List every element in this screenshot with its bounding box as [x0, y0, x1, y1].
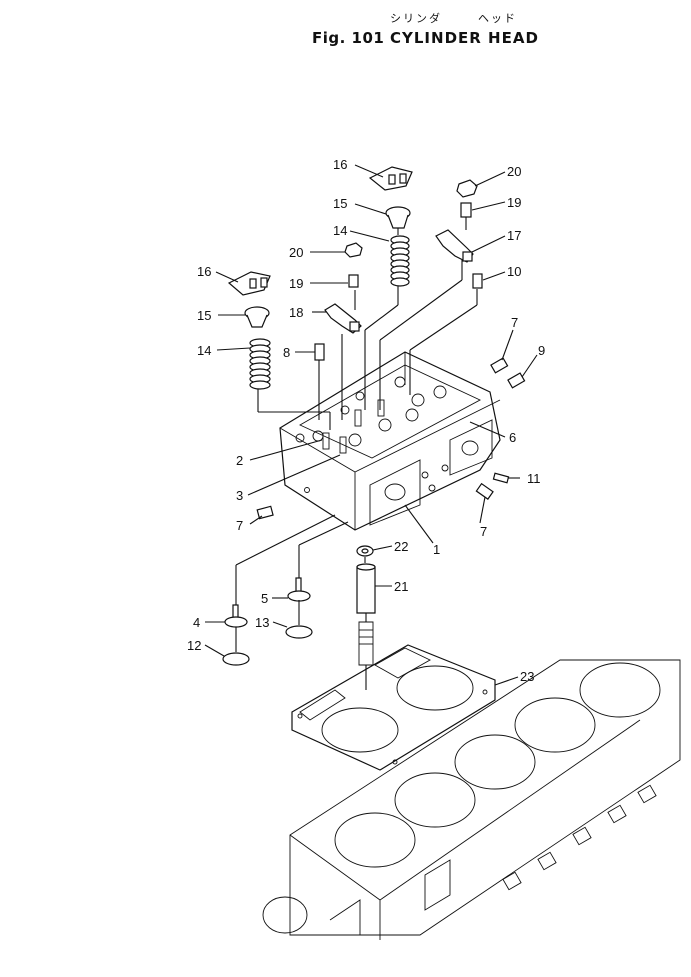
callout-20b: 20 [289, 245, 303, 260]
callout-13: 13 [255, 615, 269, 630]
callout-17: 17 [507, 228, 521, 243]
callout-18: 18 [289, 305, 303, 320]
parts-group [222, 166, 526, 666]
callout-5: 5 [261, 591, 268, 606]
callout-7a: 7 [511, 315, 518, 330]
callout-16b: 16 [197, 264, 211, 279]
callout-4: 4 [193, 615, 200, 630]
callout-19b: 19 [289, 276, 303, 291]
callout-22: 22 [394, 539, 408, 554]
head-gasket [291, 644, 496, 771]
callout-23: 23 [520, 669, 534, 684]
callout-20a: 20 [507, 164, 521, 179]
callout-7c: 7 [480, 524, 487, 539]
engine-block [262, 659, 681, 940]
callout-7b: 7 [236, 518, 243, 533]
callout-1: 1 [433, 542, 440, 557]
callout-2: 2 [236, 453, 243, 468]
kana-head-label: ヘッド [478, 12, 517, 25]
callout-19a: 19 [507, 195, 521, 210]
callout-21: 21 [394, 579, 408, 594]
callout-14b: 14 [197, 343, 211, 358]
cylinder-head-body [279, 351, 501, 531]
callout-6: 6 [509, 430, 516, 445]
callout-11: 11 [527, 471, 541, 486]
callout-8: 8 [283, 345, 290, 360]
callout-3: 3 [236, 488, 243, 503]
callout-labels: 16 20 15 19 14 17 20 10 16 19 15 18 7 14… [187, 157, 545, 684]
callout-9: 9 [538, 343, 545, 358]
callout-16a: 16 [333, 157, 347, 172]
figure-title: CYLINDER HEAD [390, 29, 539, 47]
callout-15b: 15 [197, 308, 211, 323]
callout-10: 10 [507, 264, 521, 279]
leader-lines [204, 164, 538, 690]
callout-15a: 15 [333, 196, 347, 211]
figure-number: Fig. 101 [312, 29, 385, 47]
callout-12: 12 [187, 638, 201, 653]
callout-14a: 14 [333, 223, 347, 238]
kana-cylinder-label: シリンダ [390, 12, 442, 25]
